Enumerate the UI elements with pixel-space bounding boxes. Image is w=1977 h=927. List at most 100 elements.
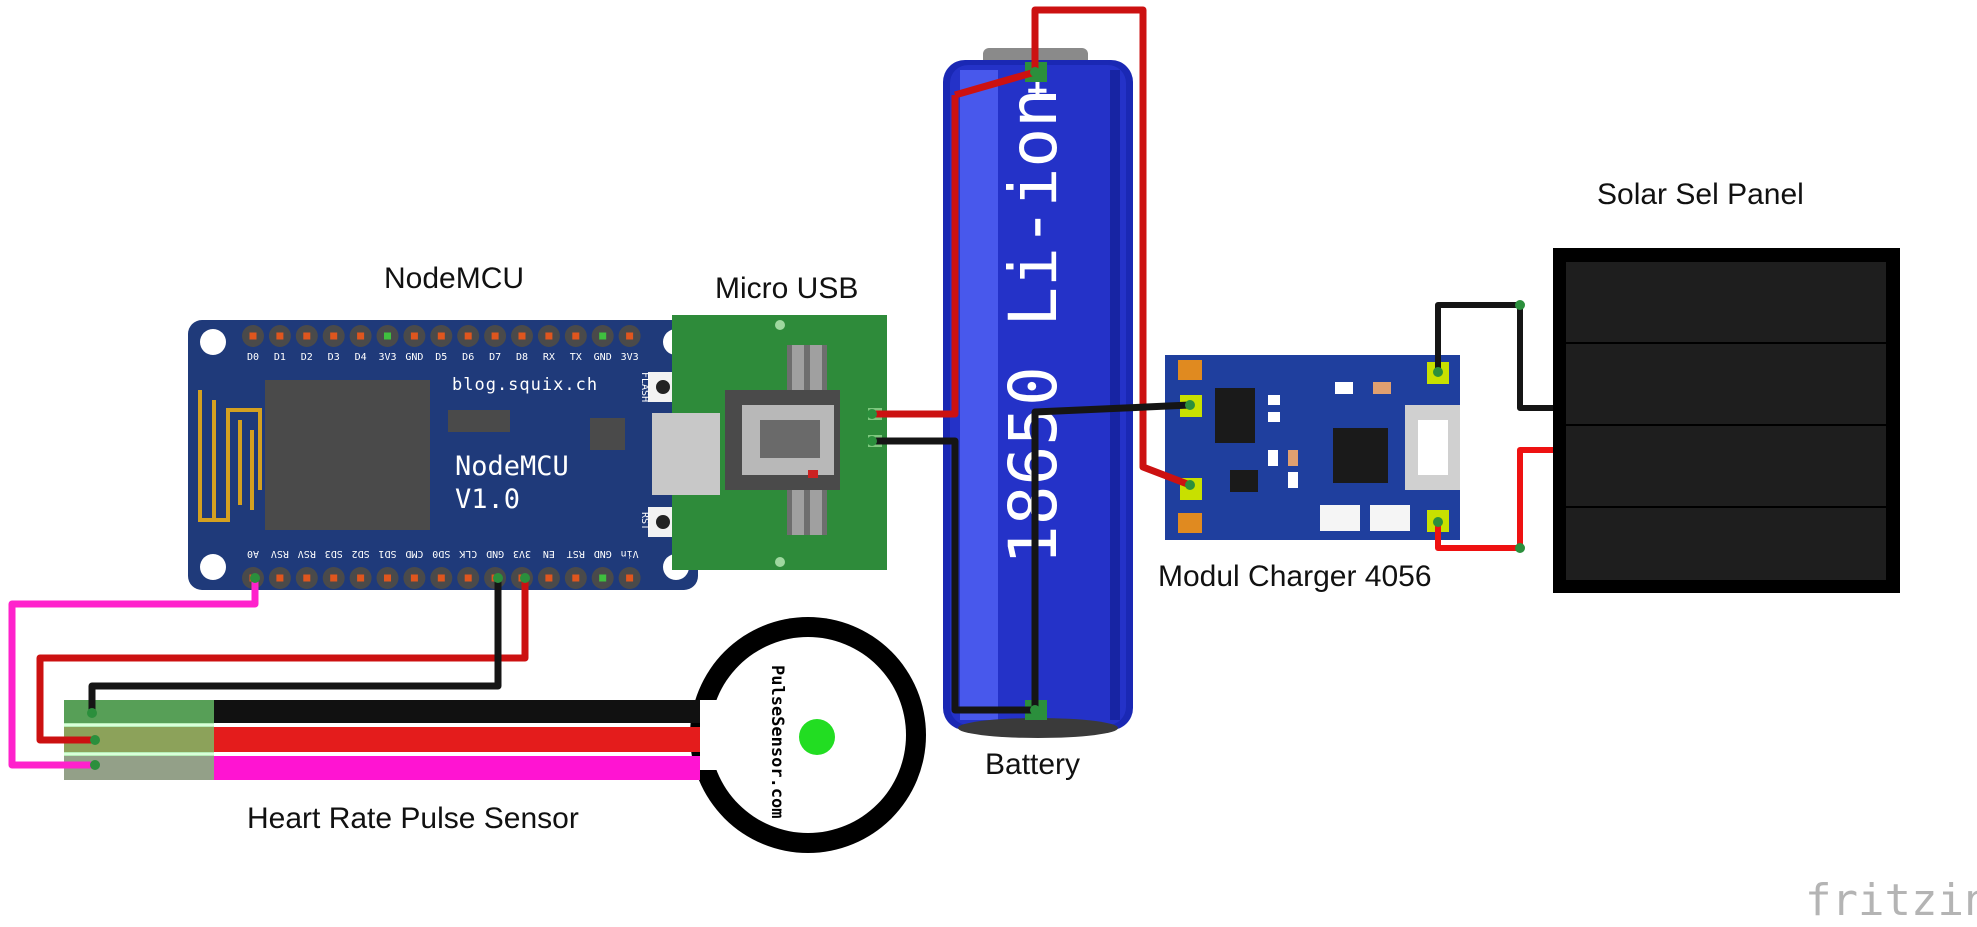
pin-label-rx: RX bbox=[543, 352, 555, 363]
usb-chip bbox=[448, 410, 510, 432]
pin-label-a0: A0 bbox=[247, 548, 259, 559]
pin-marker bbox=[464, 332, 472, 340]
pin-label-vin: Vin bbox=[621, 548, 639, 559]
pin-marker bbox=[437, 574, 445, 582]
pin-label-d1: D1 bbox=[274, 352, 286, 363]
pin-marker bbox=[384, 574, 391, 582]
pin-marker bbox=[545, 332, 553, 340]
pin-marker bbox=[357, 332, 365, 340]
pin-marker bbox=[276, 574, 284, 582]
wire-usb-gnd bbox=[872, 437, 1035, 714]
label-charger: Modul Charger 4056 bbox=[1158, 560, 1432, 593]
pin-marker bbox=[437, 332, 445, 340]
pin-label-tx: TX bbox=[570, 352, 582, 363]
pin-marker bbox=[249, 332, 257, 340]
pin-label-rst: RST bbox=[567, 548, 585, 559]
wire-joints bbox=[87, 67, 1525, 770]
pulse-sensor: PulseSensor.com bbox=[690, 617, 926, 853]
pin-label-gnd: GND bbox=[594, 548, 612, 559]
pin-marker bbox=[410, 332, 418, 340]
pin-label-gnd: GND bbox=[405, 352, 423, 363]
label-solar: Solar Sel Panel bbox=[1597, 178, 1804, 211]
solar-cell bbox=[1566, 508, 1886, 580]
board-site: blog.squix.ch bbox=[452, 375, 598, 395]
pin-label-sd2: SD2 bbox=[352, 548, 370, 559]
pin-marker bbox=[626, 332, 634, 340]
charger-module bbox=[1165, 355, 1460, 540]
label-battery: Battery bbox=[985, 748, 1081, 781]
charger-chip bbox=[1333, 428, 1388, 483]
pin-label-3v3: 3V3 bbox=[513, 548, 531, 559]
pin-label-d3: D3 bbox=[328, 352, 340, 363]
wire-battery-minus bbox=[1031, 401, 1191, 710]
pin-label-gnd: GND bbox=[486, 548, 504, 559]
pin-label-d8: D8 bbox=[516, 352, 528, 363]
flash-label: FLASH bbox=[639, 372, 650, 402]
label-nodemcu: NodeMCU bbox=[384, 262, 525, 295]
battery-18650: 18650 Li-ion + – bbox=[943, 48, 1133, 738]
pin-marker bbox=[572, 332, 580, 340]
solar-cell bbox=[1566, 426, 1886, 506]
protection-chip bbox=[1215, 388, 1255, 443]
bottom-pin-header: A0 RSV RSV SD3 SD2 SD1 CMD SD0 CLK GND 3V3 EN RST GND… bbox=[242, 548, 641, 589]
pin-label-3v3: 3V3 bbox=[378, 352, 396, 363]
wire-sensor-vcc bbox=[36, 578, 529, 744]
pin-marker bbox=[276, 332, 284, 340]
pin-label-d0: D0 bbox=[247, 352, 259, 363]
wire-sensor-gnd bbox=[88, 578, 502, 713]
pin-marker bbox=[491, 332, 499, 340]
pin-marker bbox=[357, 574, 365, 582]
pin-marker bbox=[572, 574, 580, 582]
board-name: NodeMCU bbox=[455, 451, 569, 482]
pin-marker bbox=[464, 574, 472, 582]
pin-marker bbox=[599, 332, 607, 340]
wire-usb-vcc bbox=[872, 95, 959, 418]
pulse-sensor-ribbon bbox=[64, 700, 700, 780]
pin-label-clk: CLK bbox=[459, 548, 477, 559]
top-pin-header: D0 D1 D2 D3 D4 3V3 GND D5 D6 D7 D8 RX TX GND 3V3 bbox=[242, 325, 641, 363]
mount-hole bbox=[200, 329, 226, 355]
pin-marker bbox=[410, 574, 418, 582]
pin-label-rsv: RSV bbox=[298, 548, 316, 559]
pin-label-d7: D7 bbox=[489, 352, 501, 363]
pin-label-d4: D4 bbox=[355, 352, 367, 363]
pin-label-cmd: CMD bbox=[405, 548, 423, 559]
pin-label-sd3: SD3 bbox=[325, 548, 343, 559]
fritzing-watermark: fritzing bbox=[1805, 875, 1977, 926]
pin-label-rsv: RSV bbox=[271, 548, 289, 559]
mount-hole bbox=[200, 554, 226, 580]
pin-marker bbox=[626, 574, 634, 582]
board-version: V1.0 bbox=[455, 484, 520, 515]
pin-marker bbox=[518, 332, 526, 340]
pin-label-3v3: 3V3 bbox=[621, 352, 639, 363]
micro-usb-breakout bbox=[652, 315, 887, 570]
rst-label: RST bbox=[639, 512, 650, 530]
pin-marker bbox=[330, 574, 338, 582]
pulse-sensor-brand: PulseSensor.com bbox=[767, 665, 787, 819]
pin-marker bbox=[545, 574, 553, 582]
pin-label-gnd: GND bbox=[594, 352, 612, 363]
solar-cell bbox=[1566, 344, 1886, 424]
solar-cell bbox=[1566, 262, 1886, 342]
pin-label-sd0: SD0 bbox=[432, 548, 450, 559]
solar-panel bbox=[1553, 248, 1900, 593]
pin-marker bbox=[303, 574, 311, 582]
pin-label-sd1: SD1 bbox=[378, 548, 396, 559]
pin-marker bbox=[330, 332, 338, 340]
pin-label-d5: D5 bbox=[435, 352, 447, 363]
battery-plus: + bbox=[1017, 81, 1057, 101]
pin-label-d6: D6 bbox=[462, 352, 474, 363]
pin-marker bbox=[303, 332, 311, 340]
pin-marker bbox=[599, 574, 607, 582]
pin-label-d2: D2 bbox=[301, 352, 313, 363]
wires bbox=[8, 6, 1553, 769]
wire-sensor-signal bbox=[8, 578, 259, 769]
pin-label-en: EN bbox=[543, 548, 555, 559]
esp-module bbox=[265, 380, 430, 530]
pin-marker bbox=[384, 332, 391, 340]
wire-battery-plus bbox=[954, 6, 1192, 489]
label-micro-usb: Micro USB bbox=[715, 272, 859, 305]
pulse-sensor-led bbox=[799, 719, 835, 755]
label-pulse-sensor: Heart Rate Pulse Sensor bbox=[247, 802, 579, 835]
